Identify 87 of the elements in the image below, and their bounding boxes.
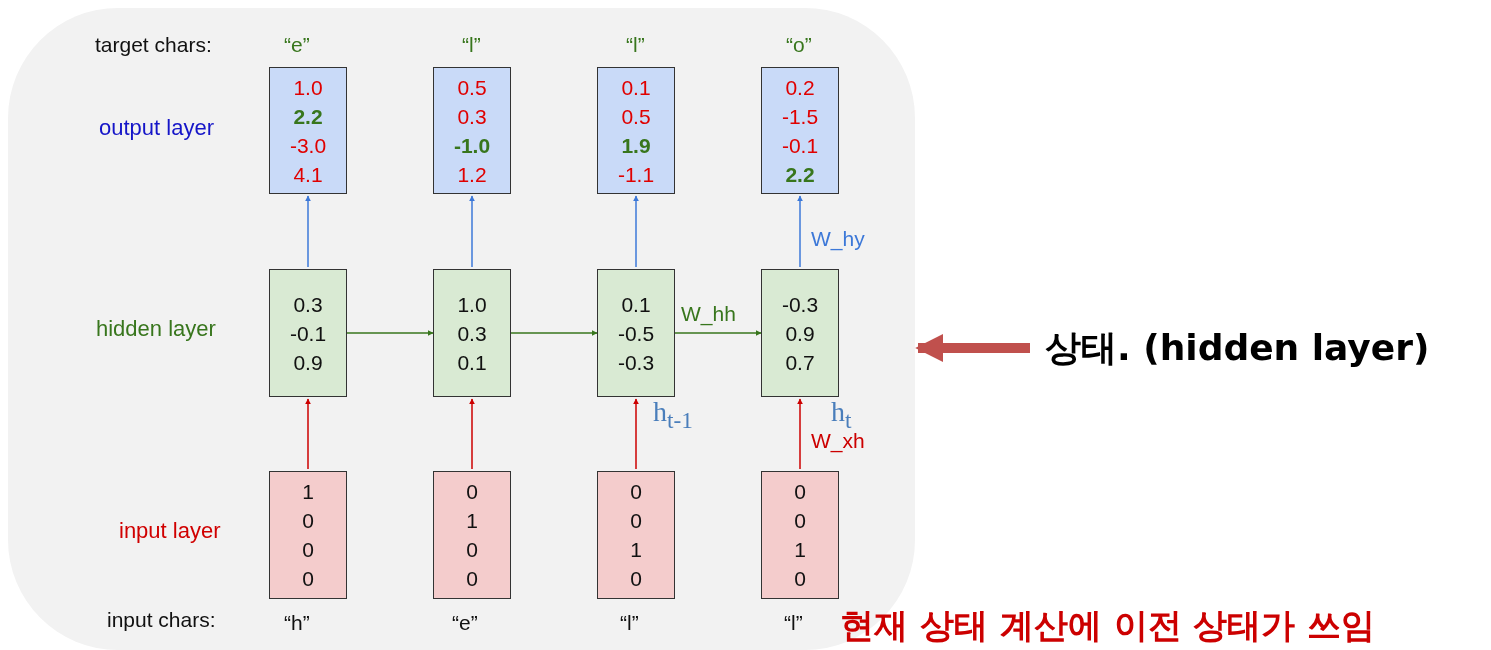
annotation-text: 상태. (hidden layer)	[1045, 320, 1475, 376]
arrow	[633, 195, 639, 268]
output-vector-box	[433, 67, 511, 194]
vector-value: 1.9	[621, 132, 651, 159]
vector-value: 1	[794, 537, 806, 563]
output-vector-box	[597, 67, 675, 194]
vector-value: 0.1	[457, 349, 487, 376]
row-heading: target chars:	[95, 32, 212, 57]
vector-value: 1	[466, 508, 478, 534]
annotation-text: 현재 상태 계산에 이전 상태가 쓰임	[840, 606, 1376, 644]
vector-value: 0.3	[457, 320, 487, 347]
hidden-vector-box	[433, 269, 511, 397]
vector-value: 0.2	[785, 74, 815, 101]
arrow	[674, 330, 762, 336]
vector-value: -1.5	[781, 103, 819, 130]
char-label: “l”	[462, 32, 481, 57]
hidden-vector-box	[269, 269, 347, 397]
vector-value: 4.1	[293, 161, 323, 188]
vector-value: 0	[630, 508, 642, 534]
vector-value: 0.1	[621, 291, 651, 318]
vector-value: 0.5	[621, 103, 651, 130]
edge-label: W_xh	[810, 430, 866, 452]
input-vector-box	[597, 471, 675, 599]
hidden-vector-box	[761, 269, 839, 397]
char-label: “h”	[284, 610, 310, 635]
arrow	[510, 330, 598, 336]
vector-value: 0	[466, 566, 478, 592]
vector-value: 1.0	[457, 291, 487, 318]
arrow	[797, 398, 803, 470]
state-symbol: h$_{t-1}$	[653, 396, 693, 435]
vector-value: 0.5	[457, 74, 487, 101]
output-vector-box	[761, 67, 839, 194]
vector-value: 0	[794, 508, 806, 534]
layer-label: hidden layer	[96, 316, 216, 342]
vector-value: -1.0	[453, 132, 491, 159]
vector-value: 0	[302, 566, 314, 592]
char-label: “l”	[620, 610, 639, 635]
arrow	[469, 398, 475, 470]
arrow	[305, 195, 311, 268]
edge-label: W_hh	[680, 303, 737, 325]
input-vector-box	[433, 471, 511, 599]
row-heading: input chars:	[107, 607, 216, 632]
vector-value: 1.2	[457, 161, 487, 188]
input-vector-box	[269, 471, 347, 599]
vector-value: 0.1	[621, 74, 651, 101]
state-symbol: h$_{t}$	[831, 396, 852, 433]
arrow	[633, 398, 639, 470]
layer-label: output layer	[99, 115, 214, 141]
vector-value: 2.2	[785, 161, 815, 188]
vector-value: 1	[302, 479, 314, 505]
vector-value: 0.9	[785, 320, 815, 347]
vector-value: 0.7	[785, 349, 815, 376]
vector-value: 0	[302, 537, 314, 563]
vector-value: 0	[630, 479, 642, 505]
vector-value: -0.3	[781, 291, 819, 318]
vector-value: 2.2	[293, 103, 323, 130]
vector-value: 0	[466, 479, 478, 505]
vector-value: -3.0	[289, 132, 327, 159]
vector-value: -0.1	[289, 320, 327, 347]
vector-value: -1.1	[617, 161, 655, 188]
vector-value: 0.3	[457, 103, 487, 130]
arrow	[797, 195, 803, 268]
vector-value: 0.9	[293, 349, 323, 376]
char-label: “l”	[626, 32, 645, 57]
input-vector-box	[761, 471, 839, 599]
vector-value: -0.1	[781, 132, 819, 159]
vector-value: 0	[302, 508, 314, 534]
vector-value: 1	[630, 537, 642, 563]
hidden-vector-box	[597, 269, 675, 397]
char-label: “e”	[452, 610, 478, 635]
arrow	[305, 398, 311, 470]
vector-value: 0	[794, 566, 806, 592]
arrow	[469, 195, 475, 268]
vector-value: -0.3	[617, 349, 655, 376]
layer-label: input layer	[119, 518, 221, 544]
vector-value: 0	[630, 566, 642, 592]
vector-value: -0.5	[617, 320, 655, 347]
vector-value: 0.3	[293, 291, 323, 318]
vector-value: 0	[794, 479, 806, 505]
vector-value: 1.0	[293, 74, 323, 101]
arrow	[915, 334, 1030, 362]
output-vector-box	[269, 67, 347, 194]
vector-value: 0	[466, 537, 478, 563]
char-label: “e”	[284, 32, 310, 57]
char-label: “l”	[784, 610, 803, 635]
arrow	[346, 330, 434, 336]
char-label: “o”	[786, 32, 812, 57]
